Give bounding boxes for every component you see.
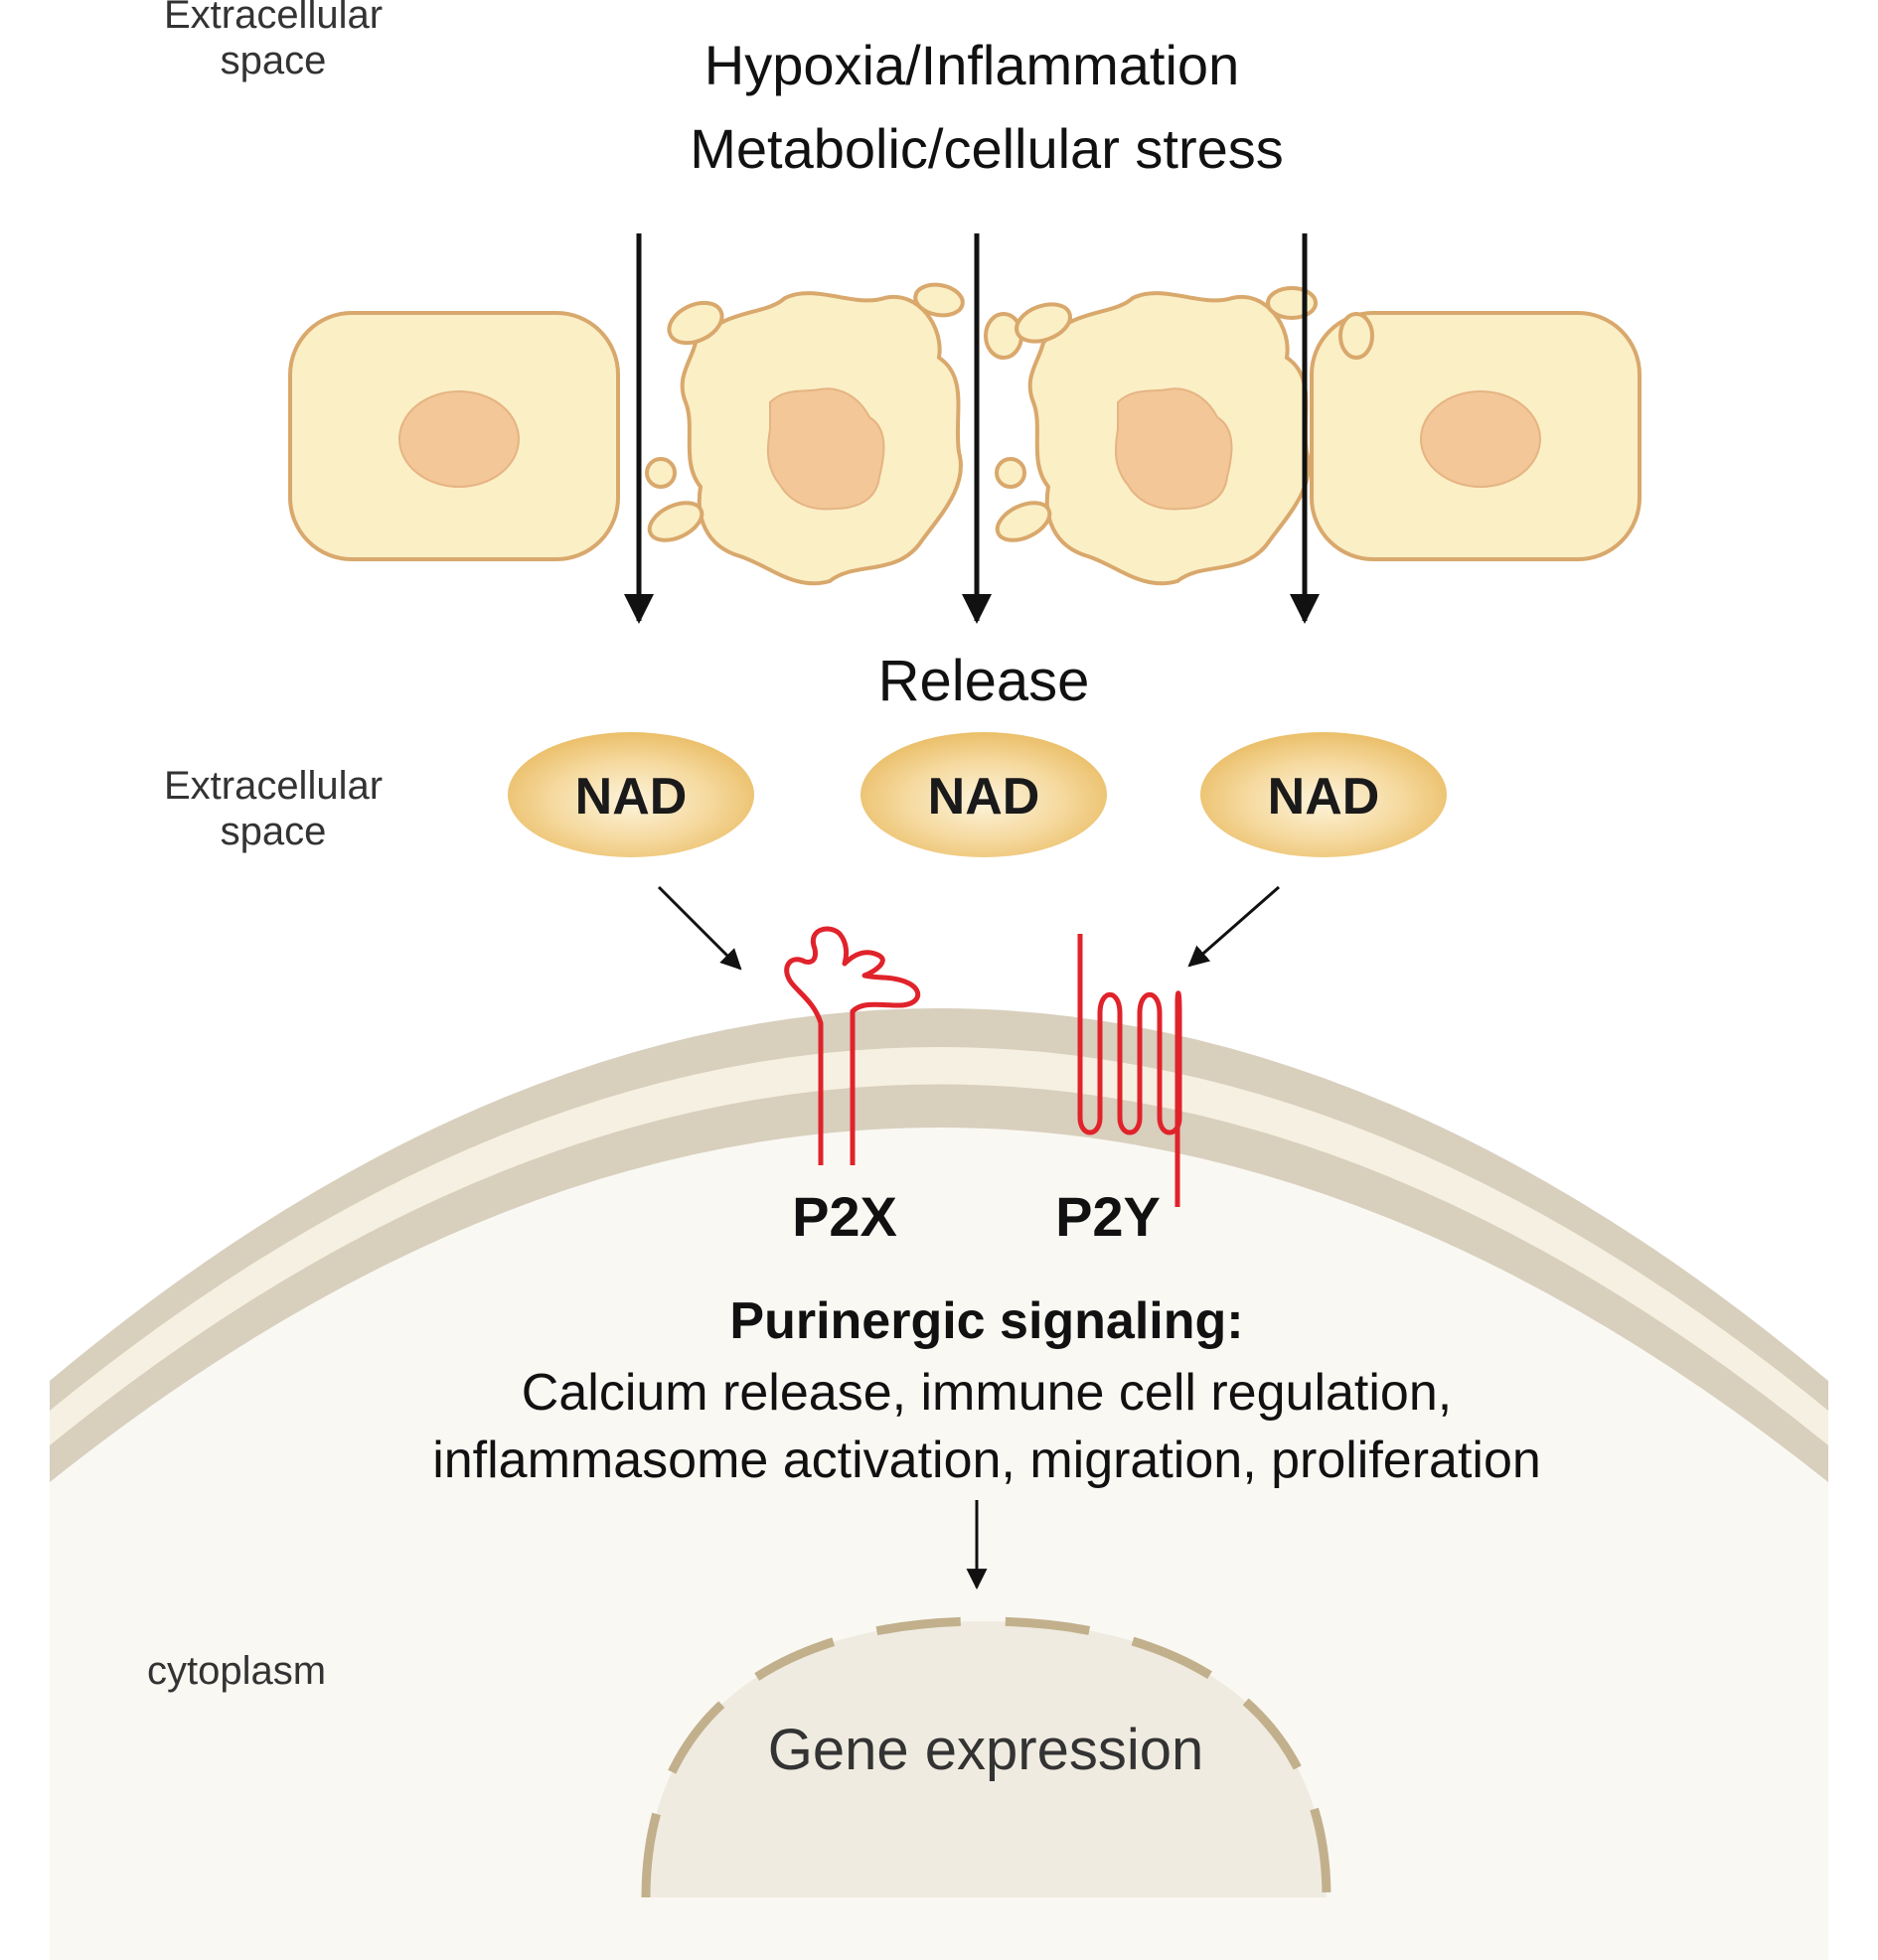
region-label-cytoplasm: cytoplasm [147,1649,327,1693]
damaged-cell-2 [984,286,1374,586]
damaged-cell-1 [645,282,965,586]
p2y-receptor [1077,934,1182,1207]
healthy-cell-left [288,311,620,561]
signaling-line-1: Calcium release, immune cell regulation, [521,1364,1453,1422]
nad-label-1: NAD [574,768,688,826]
p2y-label: P2Y [1055,1185,1161,1248]
nucleus-region [641,1616,1331,1898]
nad-label-2: NAD [927,768,1040,826]
nad-oval-1 [508,732,754,857]
release-arrows [624,233,1320,624]
signaling-title: Purinergic signaling: [729,1292,1244,1350]
nad-to-p2x-arrow [657,885,742,971]
nad-oval-2 [861,732,1107,857]
nad-to-p2y-arrow [1187,885,1280,968]
stimulus-line-2: Metabolic/cellular stress [690,117,1284,180]
stimulus-line-1: Hypoxia/Inflammation [704,34,1240,96]
cytoplasm-fill [50,1128,1828,1960]
nad-label-3: NAD [1267,768,1380,826]
signaling-line-2: inflammasome activation, migration, prol… [432,1432,1541,1489]
nucleus-body [646,1621,1327,1897]
nad-oval-3 [1200,732,1447,857]
gene-expression-label: Gene expression [767,1718,1204,1782]
healthy-cell-right [1310,311,1642,561]
nucleus-envelope [641,1616,1331,1898]
nad-molecules [508,732,1447,857]
p2x-receptor [784,926,921,1165]
p2x-label: P2X [792,1185,897,1248]
receiving-cell [50,1008,1828,1960]
release-label: Release [877,649,1090,713]
